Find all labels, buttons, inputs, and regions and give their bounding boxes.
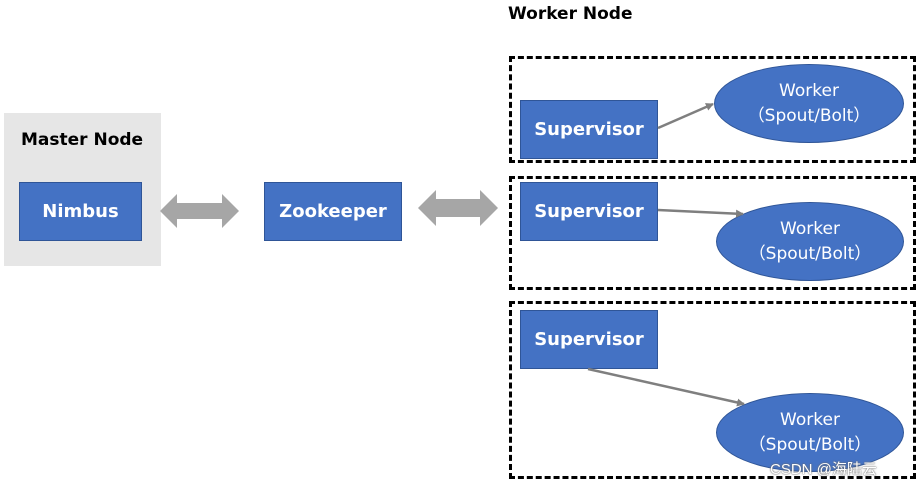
worker-ellipse-2-name: Worker [780, 218, 840, 239]
worker-ellipse-3-role: （Spout/Bolt） [748, 434, 872, 455]
zookeeper-workers-double-arrow [418, 190, 498, 226]
worker-node-frame-3 [509, 301, 916, 479]
worker-node-frame-1 [509, 56, 916, 163]
zookeeper-box: Zookeeper [264, 182, 402, 241]
worker-ellipse-1: Worker （Spout/Bolt） [714, 64, 904, 143]
supervisor-1-to-worker-arrow [657, 102, 714, 130]
nimbus-box: Nimbus [19, 182, 142, 241]
supervisor-2-to-worker-arrow [657, 208, 744, 218]
worker-ellipse-3-name: Worker [780, 409, 840, 430]
worker-ellipse-1-role: （Spout/Bolt） [747, 105, 871, 126]
master-node-title: Master Node [21, 130, 144, 150]
nimbus-zookeeper-double-arrow [160, 194, 239, 228]
worker-ellipse-3: Worker （Spout/Bolt） [716, 393, 904, 472]
supervisor-3-to-worker-arrow [587, 367, 745, 407]
supervisor-box-2: Supervisor [520, 182, 658, 241]
worker-ellipse-1-name: Worker [779, 80, 839, 101]
worker-node-title: Worker Node [508, 4, 633, 24]
supervisor-box-1: Supervisor [520, 100, 658, 159]
worker-ellipse-2: Worker （Spout/Bolt） [716, 202, 904, 281]
worker-ellipse-2-role: （Spout/Bolt） [748, 243, 872, 264]
worker-node-frame-2 [509, 176, 916, 290]
supervisor-box-3: Supervisor [520, 310, 658, 369]
watermark: CSDN @海陆云 [770, 461, 877, 478]
